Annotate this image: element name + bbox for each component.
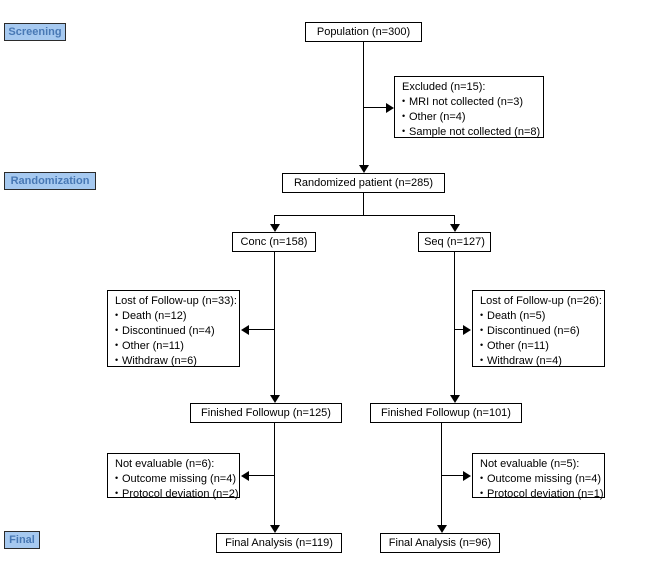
node-final-analysis-seq-label: Final Analysis (n=96) bbox=[388, 536, 492, 549]
node-arm-conc-label: Conc (n=158) bbox=[240, 235, 308, 248]
node-lost-followup-seq-item-1: Discontinued (n=6) bbox=[480, 326, 598, 337]
arrowhead-arm-conc bbox=[270, 224, 280, 232]
arrowhead-excluded bbox=[386, 103, 394, 113]
node-lost-followup-seq-head: Lost of Follow-up (n=26): bbox=[480, 295, 602, 307]
node-excluded-item-1: Other (n=4) bbox=[402, 112, 537, 123]
connector-population-to-randomized bbox=[363, 42, 364, 165]
node-not-evaluable-conc-item-1: Protocol deviation (n=2) bbox=[115, 489, 238, 500]
arrowhead-randomized bbox=[359, 165, 369, 173]
node-final-analysis-conc-label: Final Analysis (n=119) bbox=[225, 536, 333, 549]
arrowhead-finished-conc bbox=[270, 395, 280, 403]
arrowhead-final-analysis-seq bbox=[437, 525, 447, 533]
connector-finished-to-final-conc bbox=[274, 423, 275, 525]
connector-randomized-to-seq bbox=[454, 215, 455, 224]
node-lost-followup-seq-item-2: Other (n=11) bbox=[480, 341, 598, 352]
node-excluded-head: Excluded (n=15): bbox=[402, 81, 486, 93]
node-arm-conc: Conc (n=158) bbox=[232, 232, 316, 252]
stage-label-screening: Screening bbox=[4, 23, 66, 41]
node-finished-followup-conc-label: Finished Followup (n=125) bbox=[201, 406, 331, 419]
arrowhead-lost-followup-conc bbox=[241, 325, 249, 335]
node-population: Population (n=300) bbox=[305, 22, 422, 42]
node-not-evaluable-seq-head: Not evaluable (n=5): bbox=[480, 458, 580, 470]
connector-seq-to-finished bbox=[454, 252, 455, 395]
connector-finished-to-final-seq bbox=[441, 423, 442, 525]
arrowhead-not-evaluable-conc bbox=[241, 471, 249, 481]
node-lost-followup-conc-head: Lost of Follow-up (n=33): bbox=[115, 295, 237, 307]
node-finished-followup-seq: Finished Followup (n=101) bbox=[370, 403, 522, 423]
node-not-evaluable-conc-item-0: Outcome missing (n=4) bbox=[115, 474, 236, 485]
connector-conc-to-lost bbox=[249, 329, 274, 330]
stage-label-final-text: Final bbox=[9, 533, 35, 546]
node-population-label: Population (n=300) bbox=[316, 25, 411, 38]
node-excluded-item-0: MRI not collected (n=3) bbox=[402, 97, 537, 108]
node-finished-followup-conc: Finished Followup (n=125) bbox=[190, 403, 342, 423]
node-lost-followup-seq-item-0: Death (n=5) bbox=[480, 311, 598, 322]
connector-seq-to-lost bbox=[454, 329, 464, 330]
node-final-analysis-seq: Final Analysis (n=96) bbox=[380, 533, 500, 553]
arrowhead-not-evaluable-seq bbox=[463, 471, 471, 481]
node-lost-followup-conc: Lost of Follow-up (n=33): Death (n=12) D… bbox=[107, 290, 240, 367]
node-finished-followup-seq-label: Finished Followup (n=101) bbox=[381, 406, 511, 419]
node-not-evaluable-conc-head: Not evaluable (n=6): bbox=[115, 458, 215, 470]
arrowhead-finished-seq bbox=[450, 395, 460, 403]
connector-randomized-split-bar bbox=[274, 215, 455, 216]
node-randomized-patient: Randomized patient (n=285) bbox=[282, 173, 445, 193]
node-lost-followup-conc-item-1: Discontinued (n=4) bbox=[115, 326, 233, 337]
node-final-analysis-conc: Final Analysis (n=119) bbox=[216, 533, 342, 553]
node-not-evaluable-seq-item-0: Outcome missing (n=4) bbox=[480, 474, 601, 485]
node-lost-followup-conc-item-3: Withdraw (n=6) bbox=[115, 356, 233, 367]
connector-finished-to-not-evaluable-seq bbox=[441, 475, 464, 476]
connector-randomized-to-conc bbox=[274, 215, 275, 224]
stage-label-final: Final bbox=[4, 531, 40, 549]
node-not-evaluable-seq: Not evaluable (n=5): Outcome missing (n=… bbox=[472, 453, 605, 500]
node-not-evaluable-seq-item-1: Protocol deviation (n=1) bbox=[480, 489, 603, 500]
node-lost-followup-seq-item-3: Withdraw (n=4) bbox=[480, 356, 598, 367]
connector-finished-to-not-evaluable-conc bbox=[249, 475, 274, 476]
node-arm-seq-label: Seq (n=127) bbox=[424, 235, 485, 248]
node-excluded-item-2: Sample not collected (n=8) bbox=[402, 127, 540, 138]
connector-population-to-excluded bbox=[363, 107, 387, 108]
node-arm-seq: Seq (n=127) bbox=[418, 232, 491, 252]
connector-randomized-trunk bbox=[363, 193, 364, 215]
stage-label-screening-text: Screening bbox=[8, 25, 62, 38]
node-not-evaluable-conc: Not evaluable (n=6): Outcome missing (n=… bbox=[107, 453, 240, 500]
node-lost-followup-conc-item-0: Death (n=12) bbox=[115, 311, 233, 322]
arrowhead-arm-seq bbox=[450, 224, 460, 232]
arrowhead-lost-followup-seq bbox=[463, 325, 471, 335]
stage-label-randomization-text: Randomization bbox=[10, 174, 90, 187]
node-randomized-patient-label: Randomized patient (n=285) bbox=[293, 176, 434, 189]
stage-label-randomization: Randomization bbox=[4, 172, 96, 190]
arrowhead-final-analysis-conc bbox=[270, 525, 280, 533]
node-lost-followup-conc-item-2: Other (n=11) bbox=[115, 341, 233, 352]
connector-conc-to-finished bbox=[274, 252, 275, 395]
node-excluded: Excluded (n=15): MRI not collected (n=3)… bbox=[394, 76, 544, 138]
node-lost-followup-seq: Lost of Follow-up (n=26): Death (n=5) Di… bbox=[472, 290, 605, 367]
